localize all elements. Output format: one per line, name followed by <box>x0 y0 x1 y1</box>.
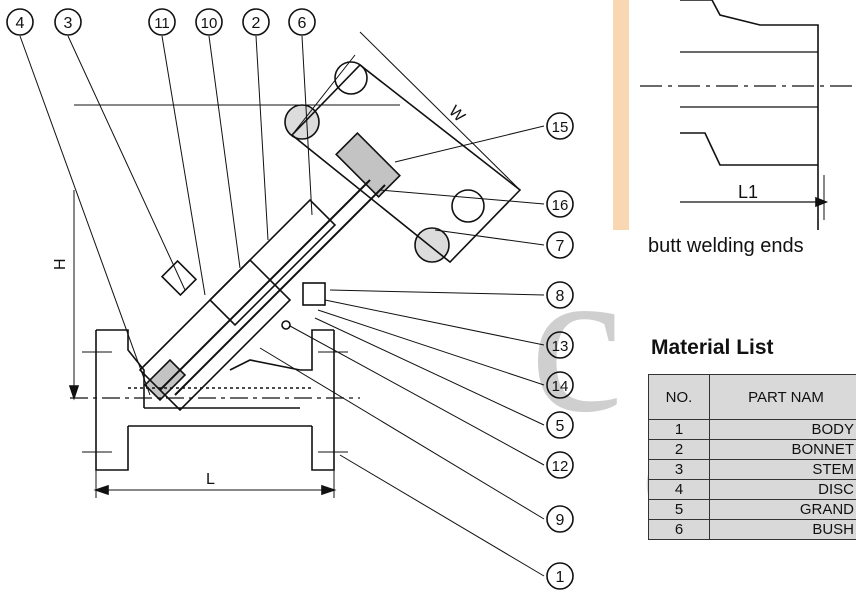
row-no: 4 <box>648 479 710 500</box>
butt-weld-inset: L1 <box>640 0 856 230</box>
callout-16: 16 <box>552 197 569 214</box>
row-no: 3 <box>648 459 710 480</box>
callout-9: 9 <box>556 512 565 529</box>
watermark-letter-c: c <box>530 224 624 456</box>
callout-11: 11 <box>154 15 170 32</box>
callout-1: 1 <box>556 569 565 586</box>
callout-8: 8 <box>556 288 565 305</box>
callout-7: 7 <box>556 238 565 255</box>
dimension-l1: L1 <box>738 182 758 202</box>
callout-13: 13 <box>552 338 569 355</box>
dimension-lines <box>68 104 400 498</box>
material-list-title: Material List <box>651 336 774 359</box>
row-part: BONNET <box>709 439 856 460</box>
row-no: 5 <box>648 499 710 520</box>
row-part: BODY <box>709 419 856 440</box>
callout-15: 15 <box>552 119 569 136</box>
bonnet-stem-assembly <box>138 179 386 412</box>
callout-5: 5 <box>556 418 565 435</box>
row-part: GRAND <box>709 499 856 520</box>
row-part: BUSH <box>709 519 856 540</box>
row-no: 1 <box>648 419 710 440</box>
callout-10: 10 <box>201 15 218 32</box>
handwheel <box>284 31 522 264</box>
callout-12: 12 <box>552 458 569 475</box>
callout-balloons: 4 3 11 10 2 6 15 16 7 8 13 14 5 12 9 1 <box>6 8 574 590</box>
row-no: 2 <box>648 439 710 460</box>
callout-4: 4 <box>16 15 25 32</box>
row-no: 6 <box>648 519 710 540</box>
row-part: STEM <box>709 459 856 480</box>
header-no: NO. <box>648 374 710 420</box>
valve-body <box>70 329 360 471</box>
callout-14: 14 <box>552 378 569 395</box>
callout-6: 6 <box>298 15 307 32</box>
butt-welding-caption: butt welding ends <box>648 235 804 257</box>
dimension-h: H <box>52 258 69 270</box>
dimension-w: W <box>445 103 468 126</box>
material-list-header-row: NO. PART NAM <box>648 374 856 420</box>
row-part: DISC <box>709 479 856 500</box>
header-part-name: PART NAM <box>709 374 856 420</box>
leader-lines <box>19 35 545 577</box>
dimension-l: L <box>206 471 215 488</box>
watermark-bar <box>613 0 629 230</box>
callout-3: 3 <box>64 15 73 32</box>
callout-2: 2 <box>252 15 261 32</box>
